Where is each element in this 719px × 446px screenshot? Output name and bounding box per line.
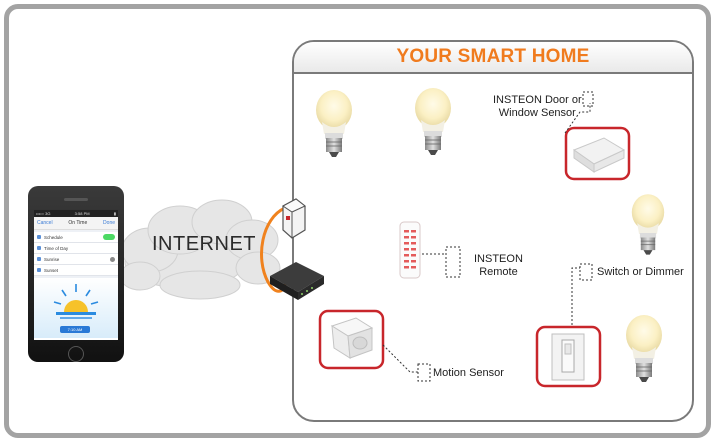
sunrise-icon [37,257,41,261]
phone-settings-list: Schedule Time of Day Sunrise Sunset [34,230,118,278]
phone-time-button[interactable]: 7:10 AM [60,326,90,333]
phone-status-carrier: ••••○ 3G [36,211,51,216]
door-sensor-leader [564,103,591,134]
light-bulb-icon [414,87,452,156]
calendar-icon [37,235,41,239]
checkmark-icon [110,256,115,262]
phone-speaker [64,198,88,201]
door-sensor-icon [572,137,626,173]
switch-bracket [579,263,593,281]
light-bulb-icon [631,193,665,256]
phone-row-label: Sunrise [44,256,60,262]
phone-row-sunrise[interactable]: Sunrise [34,254,118,265]
switch-leader [571,267,580,325]
motion-sensor-bracket [417,363,431,382]
insteon-remote-icon [399,221,421,279]
remote-label: INSTEON Remote [474,253,523,279]
door-sensor-bracket [582,91,594,107]
internet-label: INTERNET [152,233,256,255]
remote-label-line: Remote [479,266,518,278]
clock-icon [37,246,41,250]
phone-row-label: Schedule [44,234,63,240]
phone-sunrise-panel: 7:10 AM [34,278,118,338]
light-bulb-icon [315,89,353,158]
phone-row-label: Time of Day [44,245,69,251]
phone-cancel-button[interactable]: Cancel [37,220,53,226]
door-sensor-label: INSTEON Door or Window Sensor [493,94,582,120]
phone-row-time-of-day[interactable]: Time of Day [34,243,118,254]
phone-row-sunset[interactable]: Sunset [34,265,118,276]
motion-sensor-icon [330,317,374,359]
outer-frame [4,4,711,438]
motion-sensor-leader [382,344,418,373]
phone-row-schedule[interactable]: Schedule [34,232,118,243]
remote-bracket [445,246,461,278]
battery-icon: ▮ [113,211,116,216]
smartphone-icon: ••••○ 3G 3:58 PM ▮ Cancel On Time Done S… [28,186,124,362]
smart-home-title: YOUR SMART HOME [396,46,590,67]
phone-screen: ••••○ 3G 3:58 PM ▮ Cancel On Time Done S… [34,210,118,340]
light-bulb-icon [625,314,663,383]
sun-icon [53,284,99,319]
door-sensor-label-line: Window Sensor [498,107,576,119]
motion-sensor-label: Motion Sensor [433,367,504,379]
wall-switch-icon [551,333,585,381]
smart-home-title-bar: YOUR SMART HOME [294,42,692,74]
phone-nav-title: On Time [68,220,88,226]
remote-label-line: INSTEON [474,253,523,265]
phone-status-bar: ••••○ 3G 3:58 PM ▮ [34,210,118,217]
router-icon [270,262,324,300]
phone-done-button[interactable]: Done [103,220,115,226]
phone-status-time: 3:58 PM [74,211,90,216]
insteon-hub-icon [282,198,306,239]
switch-label: Switch or Dimmer [597,266,684,278]
phone-row-label: Sunset [44,267,59,273]
sunset-icon [37,268,41,272]
door-sensor-label-line: INSTEON Door or [493,94,582,106]
phone-home-button[interactable] [68,346,84,362]
phone-nav-bar: Cancel On Time Done [34,217,118,230]
schedule-toggle[interactable] [103,234,115,240]
